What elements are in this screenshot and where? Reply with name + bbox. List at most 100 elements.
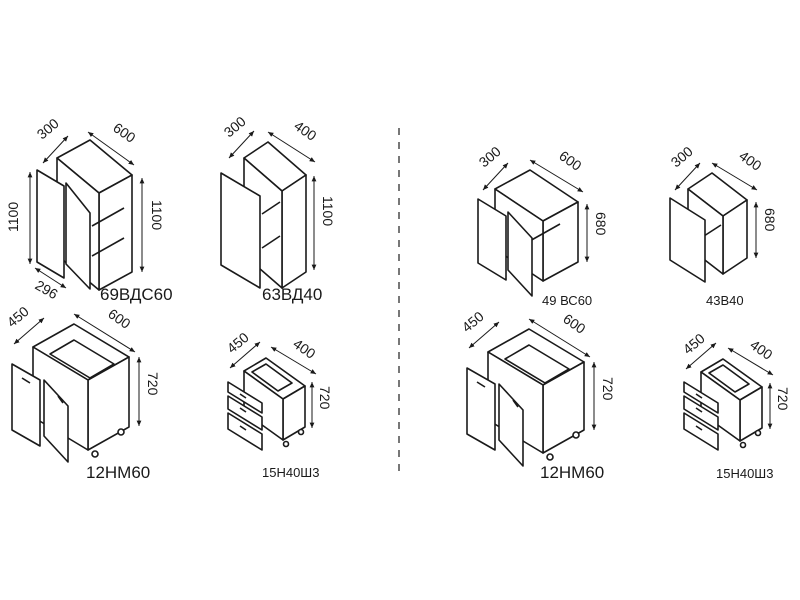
cabinet-label-15n40sh3-left: 15Н40Ш3 — [262, 465, 319, 480]
shelf — [91, 237, 125, 257]
width-label: 400 — [291, 117, 319, 144]
inner-depth-label: 296 — [33, 277, 61, 303]
dimension-line — [87, 131, 135, 166]
cabinet-side — [98, 174, 133, 291]
handle — [512, 399, 519, 408]
dimension-line — [727, 347, 774, 376]
dimension-line — [267, 131, 316, 163]
handle — [695, 425, 703, 431]
open-drawer-top — [251, 363, 293, 392]
cabinet-43v40: 300 400 680 — [668, 143, 778, 283]
height-label: 720 — [775, 387, 791, 411]
dimension-line — [34, 267, 67, 289]
depth-label: 450 — [4, 303, 32, 330]
sink-opening — [49, 339, 115, 379]
cabinet-side — [281, 174, 307, 289]
cabinet-leg — [297, 428, 305, 436]
handle — [476, 381, 486, 388]
depth-label: 450 — [459, 308, 487, 335]
handle — [695, 393, 703, 399]
drawer-front — [683, 412, 719, 451]
height-label: 1100 — [320, 196, 336, 226]
height-label: 720 — [600, 377, 616, 401]
cabinet-15n40sh3-right: 450 400 720 — [680, 330, 791, 451]
left-door — [477, 198, 507, 281]
dimension-line — [674, 162, 701, 191]
shelf — [261, 235, 281, 249]
dimension-line — [73, 313, 136, 353]
dimension-line — [229, 341, 261, 369]
height-label: 720 — [317, 386, 333, 410]
dimension-line — [482, 162, 509, 191]
left-door — [36, 169, 65, 279]
cabinet-label-63vd40: 63ВД40 — [262, 285, 322, 304]
depth-label: 300 — [476, 143, 504, 170]
shelf — [703, 224, 722, 237]
cabinet-label-12nm60-right: 12НМ60 — [540, 463, 604, 482]
left-door — [466, 367, 496, 451]
dimension-line — [685, 342, 717, 370]
cabinet-63vd40: 300 400 1100 — [220, 113, 336, 289]
open-drawer-top — [708, 364, 750, 393]
dimension-line — [270, 346, 317, 375]
drawer-front — [227, 395, 263, 431]
dimension-line — [528, 318, 591, 358]
width-label: 400 — [736, 147, 764, 174]
depth-label: 300 — [668, 143, 696, 170]
width-label: 600 — [556, 147, 584, 174]
cabinet-label-69vds60: 69ВДС60 — [100, 285, 173, 304]
door — [669, 197, 706, 283]
cabinet-69vds60: 300 600 1100 1100 296 — [5, 115, 165, 302]
cabinet-leg — [91, 450, 99, 458]
width-label: 600 — [110, 119, 138, 146]
handle — [21, 377, 31, 384]
cabinet-leg — [546, 453, 554, 461]
handle — [57, 395, 64, 404]
cabinet-leg — [282, 440, 290, 448]
drawer-front — [227, 412, 263, 451]
cabinet-12nm60-right: 450 600 720 — [459, 308, 616, 467]
cabinet-leg — [739, 441, 747, 449]
width-label: 600 — [105, 305, 133, 332]
cabinet-49vs60: 300 600 680 — [476, 143, 609, 297]
cabinet-15n40sh3-left: 450 400 720 — [224, 329, 333, 451]
height-label: 720 — [145, 372, 161, 396]
handle — [695, 407, 703, 413]
height-label: 680 — [593, 212, 609, 236]
cabinet-label-15n40sh3-right: 15Н40Ш3 — [716, 466, 773, 481]
handle — [239, 407, 247, 413]
dimension-line — [529, 159, 584, 193]
shelf — [261, 201, 281, 215]
handle — [239, 393, 247, 399]
right-door — [507, 211, 533, 297]
height-label-right: 1100 — [149, 200, 165, 230]
depth-label: 300 — [34, 115, 62, 142]
cabinet-label-49vs60: 49 ВС60 — [542, 293, 592, 308]
dimension-line — [13, 317, 45, 345]
sink-opening — [504, 344, 570, 384]
cabinet-label-12nm60-left: 12НМ60 — [86, 463, 150, 482]
cabinet-label-43v40: 43В40 — [706, 293, 744, 308]
height-label-left: 1100 — [5, 202, 21, 232]
right-door — [65, 182, 91, 290]
cabinet-leg — [117, 428, 125, 436]
width-label: 400 — [290, 335, 318, 362]
handle — [239, 425, 247, 431]
cabinet-leg — [754, 429, 762, 437]
dimension-line — [42, 135, 69, 164]
width-label: 600 — [560, 310, 588, 337]
shelf — [527, 223, 561, 243]
door — [220, 172, 261, 289]
width-label: 400 — [747, 336, 775, 363]
dimension-line — [468, 321, 500, 349]
depth-label: 300 — [221, 113, 249, 140]
dimension-line — [711, 162, 758, 191]
left-door — [11, 363, 41, 447]
cabinet-12nm60-left: 450 600 720 — [4, 303, 161, 463]
height-label: 680 — [762, 208, 778, 232]
cabinet-leg — [572, 431, 580, 439]
drawer-front — [683, 395, 719, 431]
shelf — [91, 207, 125, 227]
